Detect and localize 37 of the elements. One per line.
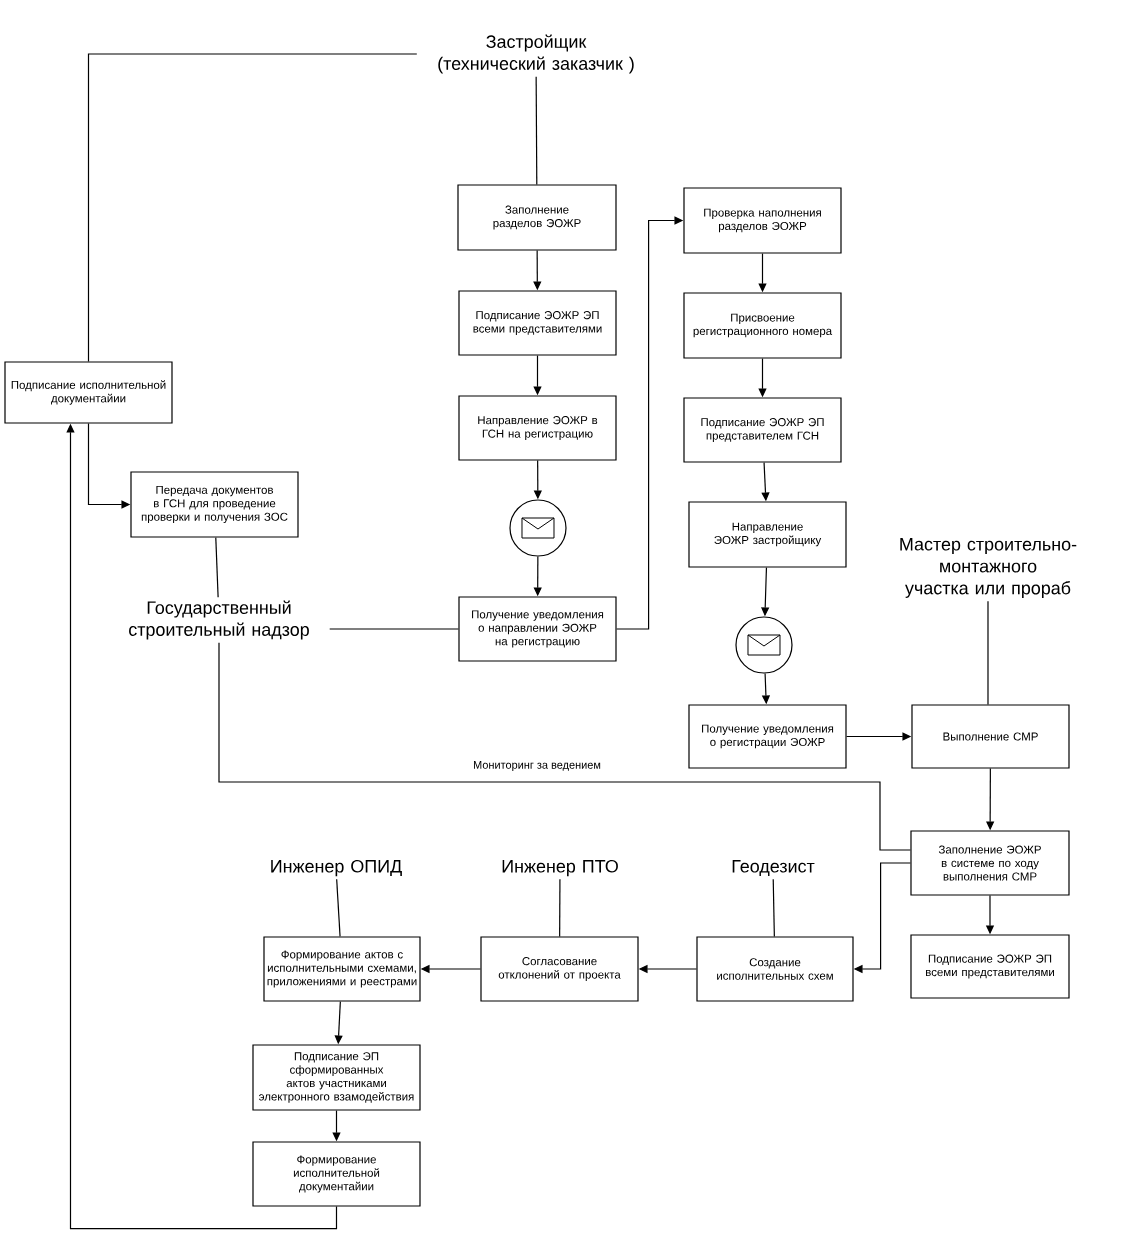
connector-line bbox=[218, 642, 911, 851]
message-event-icon bbox=[509, 499, 567, 557]
edge-label: Мониторинг за ведением bbox=[472, 760, 602, 772]
process-box: Согласование отклонений от проекта bbox=[480, 936, 639, 1002]
process-box: Получение уведомления о регистрации ЭОЖР bbox=[688, 704, 847, 769]
process-box: Направление ЭОЖР в ГСН на регистрацию bbox=[458, 395, 617, 461]
role-label: Мастер строительно-монтажного участка или прораб bbox=[900, 538, 1077, 598]
process-box: Получение уведомления о направлении ЭОЖР на регистрацию bbox=[458, 596, 617, 662]
process-box: Направление ЭОЖР застройщику bbox=[688, 501, 847, 568]
role-label: Геодезист bbox=[732, 860, 815, 876]
connector-line bbox=[772, 878, 775, 937]
process-box: Подписание ЭОЖР ЭП всеми представителями bbox=[458, 290, 617, 356]
process-box: Подписание ЭП сформированных актов участниками электронного взамодействия bbox=[252, 1044, 421, 1111]
connector-line bbox=[535, 76, 538, 185]
process-box: Передача документов в ГСН для проведение проверки и получения ЗОС bbox=[130, 471, 299, 538]
connector-line bbox=[329, 628, 459, 630]
process-box: Создание исполнительных схем bbox=[696, 936, 854, 1002]
role-label: Государственный строительный надзор bbox=[129, 600, 309, 640]
process-box: Формирование исполнительной документайии bbox=[252, 1141, 421, 1207]
process-box: Проверка наполнения разделов ЭОЖР bbox=[683, 187, 842, 254]
role-label: Инженер ОПИД bbox=[271, 859, 402, 877]
process-box: Заполнение разделов ЭОЖР bbox=[457, 184, 617, 251]
message-event-icon bbox=[735, 616, 793, 674]
role-label: Инженер ПТО bbox=[502, 859, 618, 877]
connector-line bbox=[987, 600, 989, 705]
process-box: Подписание исполнительной документайии bbox=[4, 361, 173, 424]
connector-line bbox=[559, 878, 561, 937]
process-box: Подписание ЭОЖР ЭП всеми представителями bbox=[910, 934, 1070, 999]
role-label: Застройщик (технический заказчик ) bbox=[438, 34, 634, 74]
process-box: Присвоение регистрационного номера bbox=[683, 292, 842, 359]
connector-line bbox=[215, 537, 219, 598]
process-box: Заполнение ЭОЖР в системе по ходу выполнения СМР bbox=[910, 830, 1070, 896]
process-box: Формирование актов с исполнительными схемами, приложениями и реестрами bbox=[263, 936, 421, 1002]
process-box: Подписание ЭОЖР ЭП представителем ГСН bbox=[683, 397, 842, 463]
process-box: Выполнение СМР bbox=[911, 704, 1070, 769]
connector-line bbox=[87, 53, 418, 362]
connector-line bbox=[336, 878, 341, 937]
